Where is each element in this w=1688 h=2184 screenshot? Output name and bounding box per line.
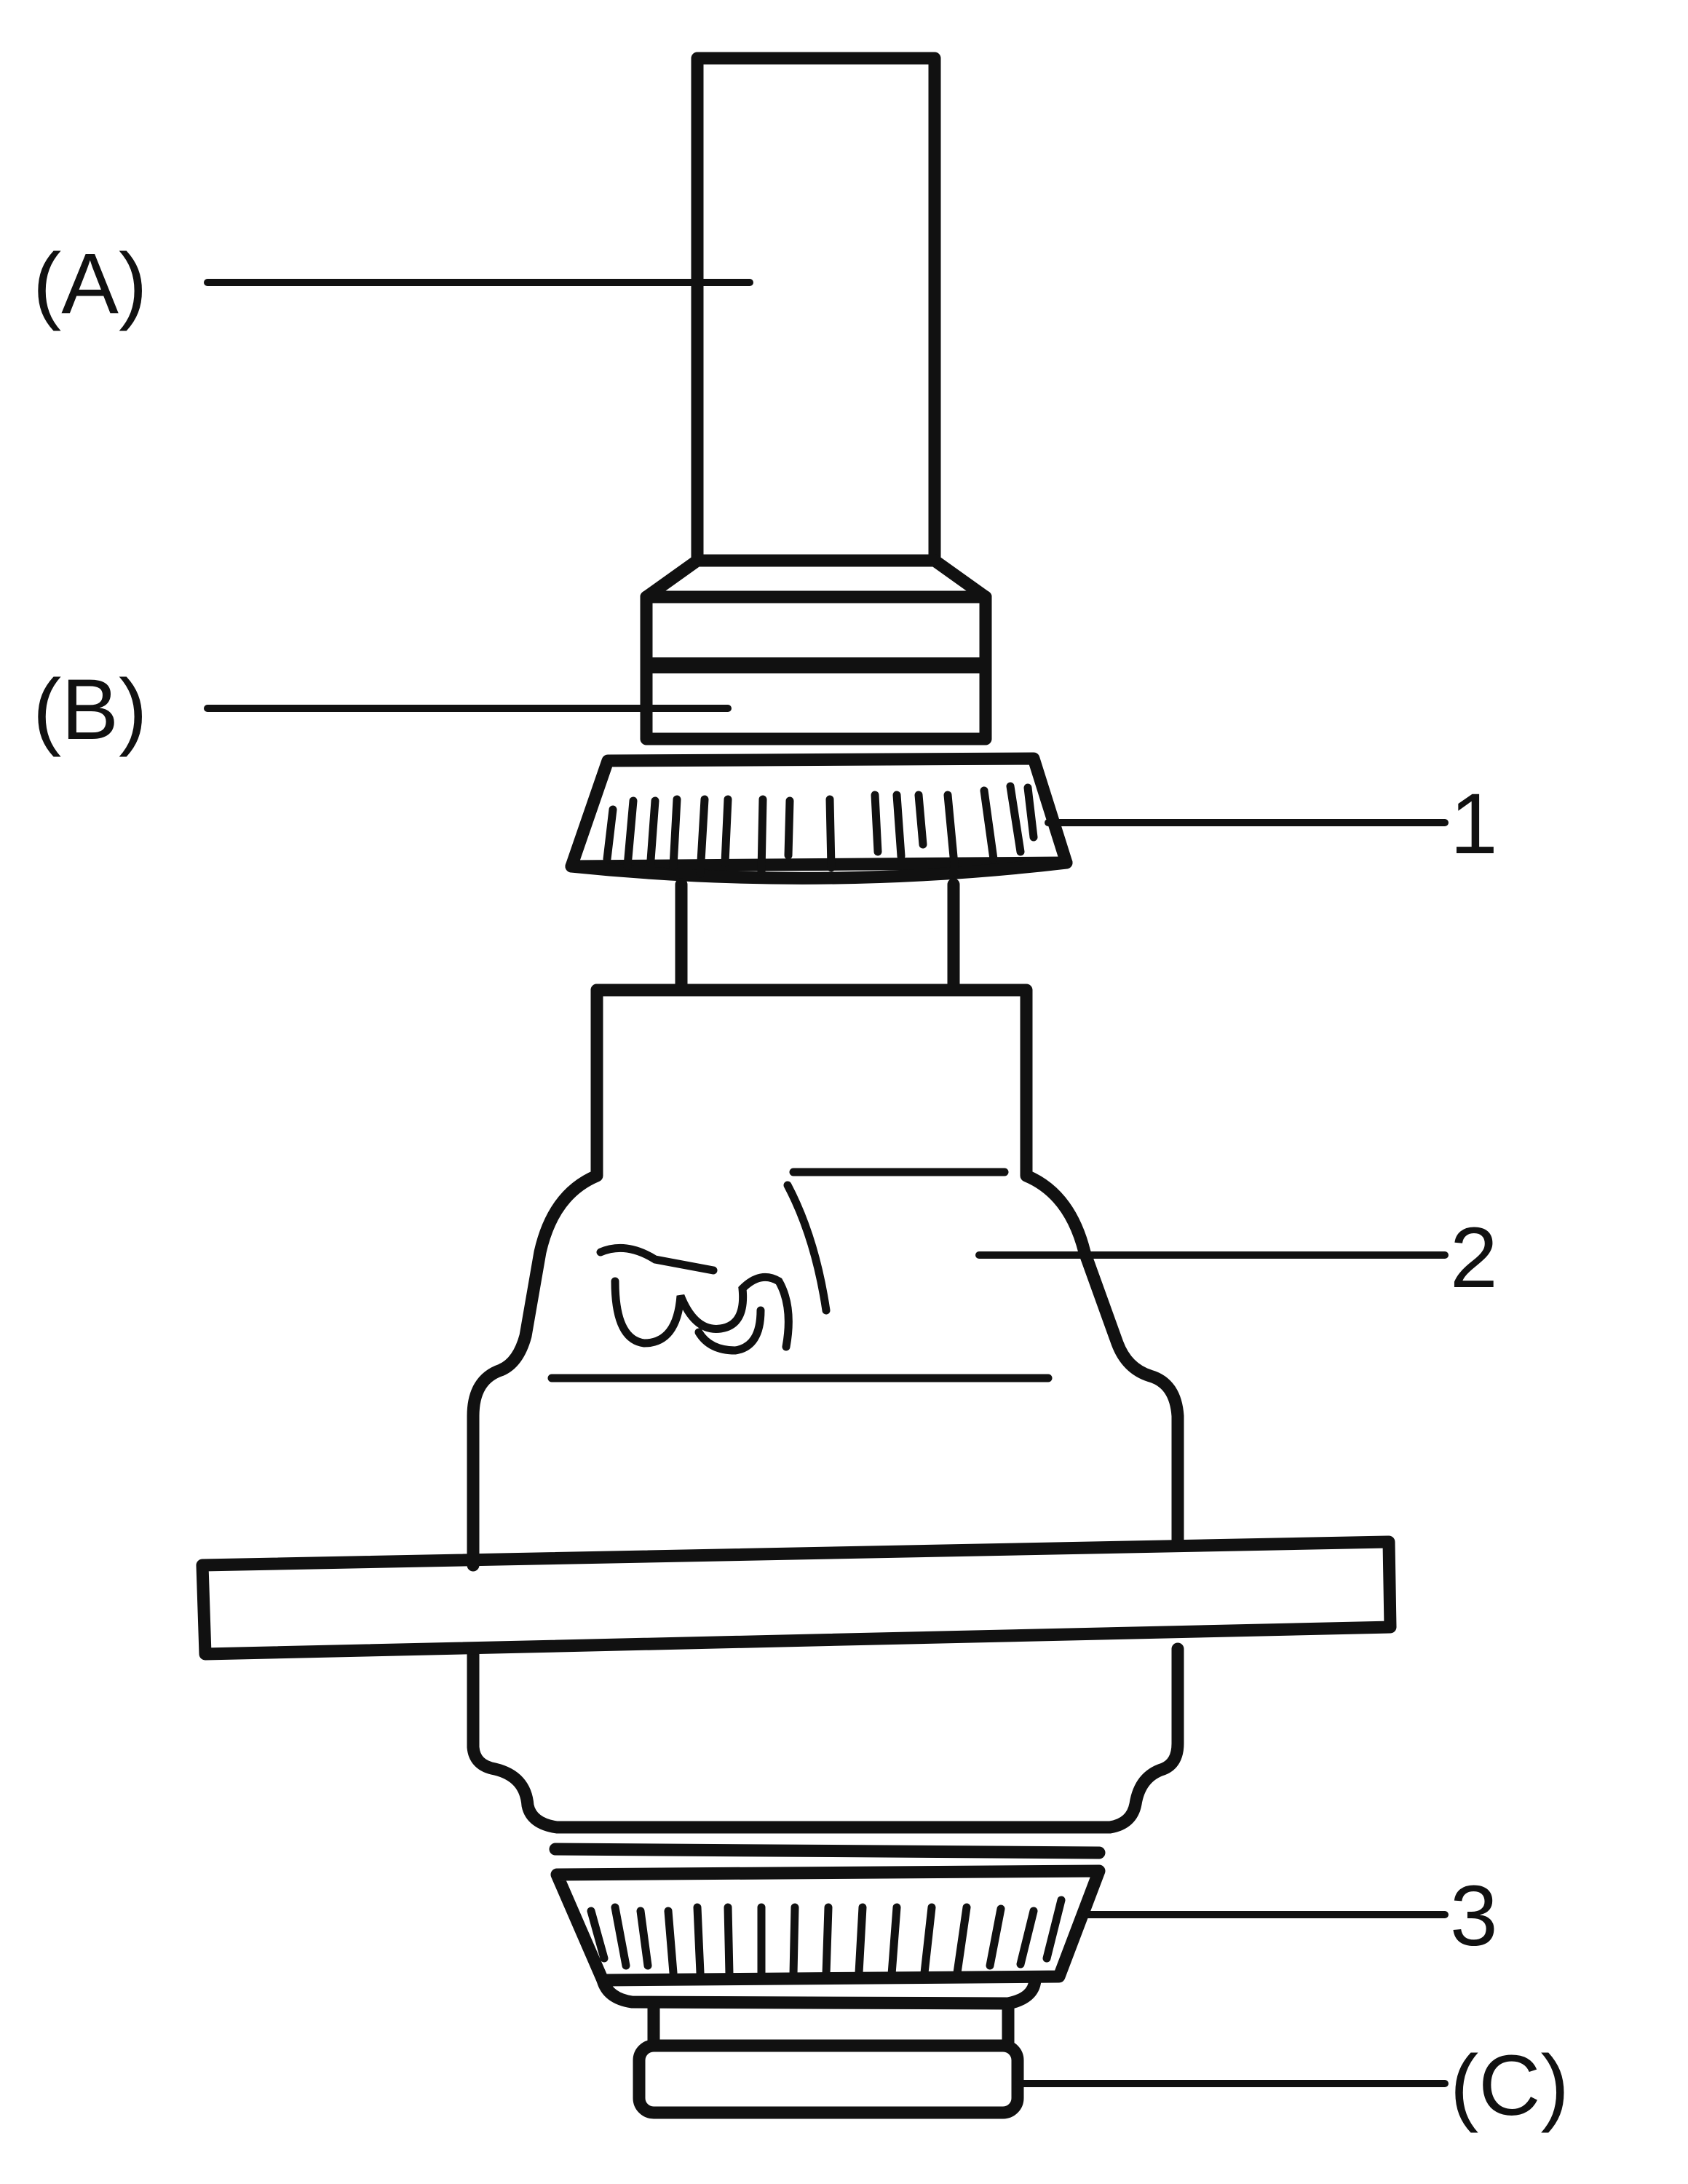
spindle-neck bbox=[675, 878, 960, 997]
label-1: 1 bbox=[1450, 776, 1498, 872]
label-a: (A) bbox=[33, 236, 147, 332]
leader-lines bbox=[204, 279, 1449, 2087]
upper-bearing bbox=[565, 752, 1073, 885]
lower-bearing-rollers bbox=[587, 1896, 1066, 1981]
bottom-plate bbox=[633, 1997, 1024, 2119]
upper-bearing-rollers bbox=[603, 782, 1038, 878]
label-3: 3 bbox=[1450, 1868, 1498, 1964]
housing bbox=[467, 984, 1184, 1834]
tool-collar bbox=[640, 590, 992, 745]
label-2: 2 bbox=[1450, 1210, 1498, 1306]
callout-labels: (A) (B) 1 2 3 (C) bbox=[33, 236, 1569, 2134]
tool-shaft bbox=[640, 52, 992, 662]
label-c: (C) bbox=[1450, 2038, 1569, 2134]
lower-bearing bbox=[549, 1843, 1106, 2010]
label-b: (B) bbox=[33, 662, 147, 758]
mounting-flange bbox=[196, 1535, 1397, 1661]
